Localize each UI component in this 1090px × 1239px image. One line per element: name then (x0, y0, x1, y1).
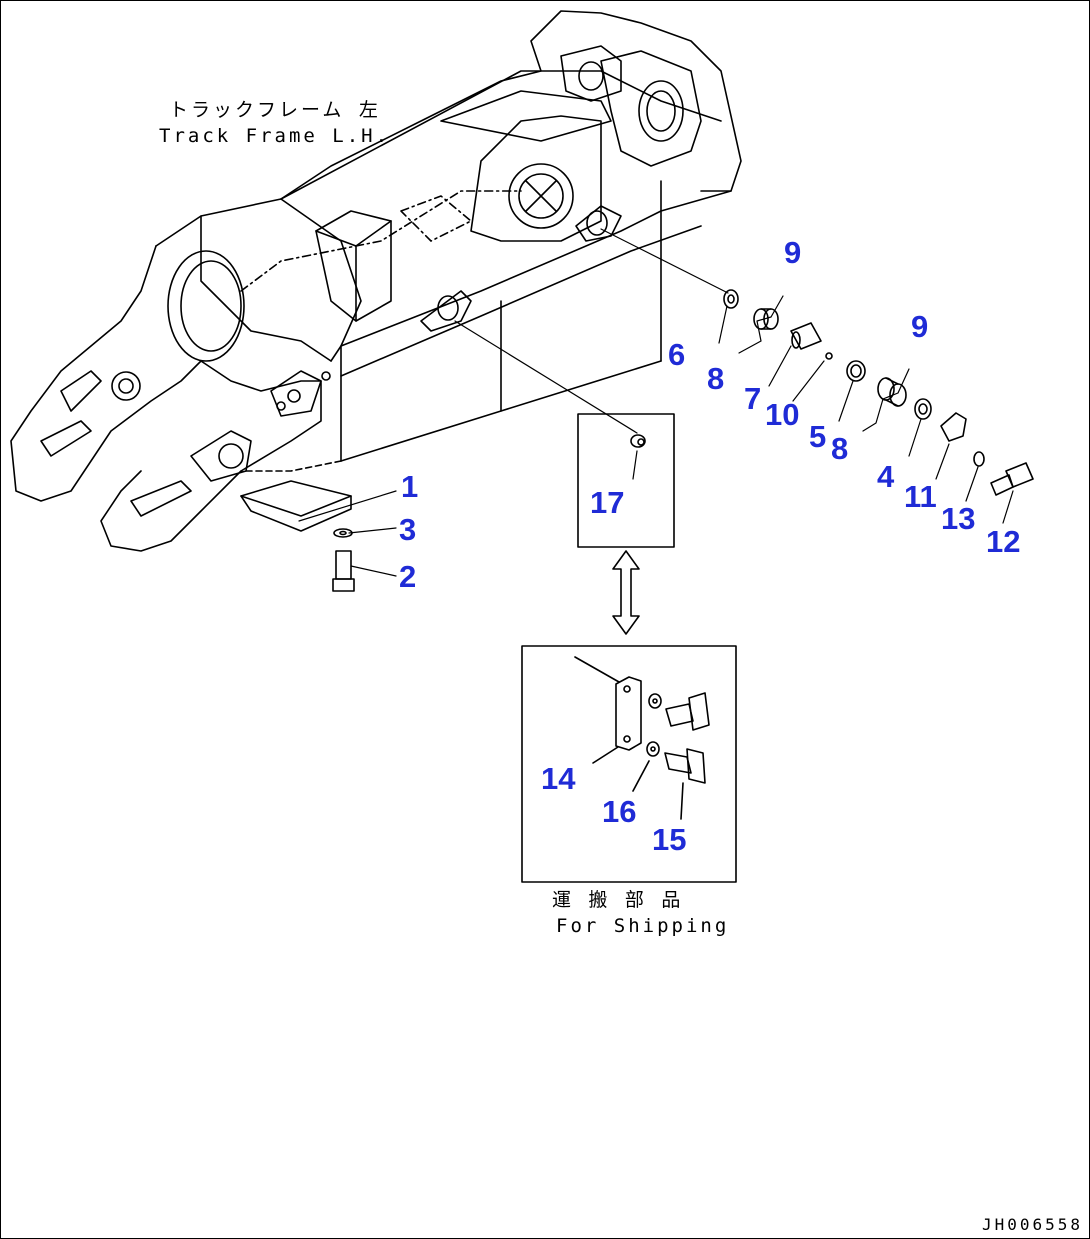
cover-plate-assembly (240, 480, 355, 592)
callout-8a: 8 (707, 361, 725, 396)
track-frame-caption-en: Track Frame L.H. (159, 125, 391, 147)
callout-2: 2 (399, 559, 417, 594)
pin-parts (723, 289, 1034, 496)
callout-17: 17 (590, 485, 625, 520)
shipping-caption-jp: 運 搬 部 品 (552, 889, 684, 911)
callout-6: 6 (668, 337, 686, 372)
track-frame-body (10, 10, 742, 552)
callout-9b: 9 (911, 309, 929, 344)
shipping-caption-en: For Shipping (556, 915, 730, 937)
callout-8b: 8 (831, 431, 849, 466)
double-arrow (612, 550, 640, 635)
shipping-box (521, 645, 737, 883)
callout-13: 13 (941, 501, 976, 536)
callout-4: 4 (877, 459, 895, 494)
callout-16: 16 (602, 794, 637, 829)
callout-1: 1 (401, 469, 419, 504)
track-frame-caption-jp: トラックフレーム 左 (169, 99, 381, 121)
callout-14: 14 (541, 761, 576, 796)
callout-9a: 9 (784, 235, 802, 270)
callout-11: 11 (904, 479, 937, 514)
callout-5: 5 (809, 419, 827, 454)
drawing-code: JH006558 (981, 1215, 1083, 1234)
callout-15: 15 (652, 822, 687, 857)
callout-10: 10 (765, 397, 800, 432)
callout-3: 3 (399, 512, 417, 547)
callout-12: 12 (986, 524, 1021, 559)
callout-7: 7 (744, 381, 762, 416)
box-17 (577, 413, 675, 548)
